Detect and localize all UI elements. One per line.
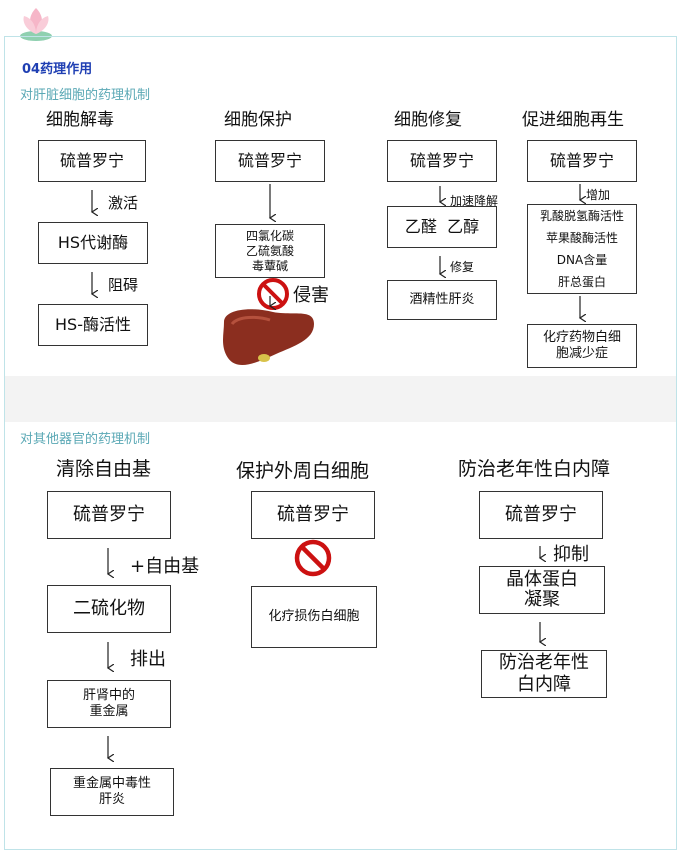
col1-arrow1-label: 激活 — [108, 194, 139, 212]
other2-drug-box: 硫普罗宁 — [251, 491, 375, 539]
col4-leukopenia-box: 化疗药物白细 胞减少症 — [527, 324, 637, 368]
col3-arrow1-label: 加速降解 — [450, 194, 499, 208]
other2-leukocyte-box: 化疗损伤白细胞 — [251, 586, 377, 648]
liver-col3-heading: 细胞修复 — [394, 110, 462, 130]
col3-drug-box: 硫普罗宁 — [387, 140, 497, 182]
liver-subtitle: 对肝脏细胞的药理机制 — [20, 88, 151, 103]
col3-aldehyde-box: 乙醛 乙醇 — [387, 206, 497, 248]
other-col2-heading: 保护外周白细胞 — [236, 460, 370, 482]
col4-drug-box: 硫普罗宁 — [527, 140, 637, 182]
liver-icon — [223, 309, 314, 366]
separator-band — [5, 376, 676, 422]
prohibit-icon — [294, 539, 332, 577]
other-col1-heading: 清除自由基 — [56, 458, 152, 480]
other-subtitle: 对其他器官的药理机制 — [20, 432, 151, 447]
col3-arrow2-label: 修复 — [450, 260, 475, 274]
col2-drug-box: 硫普罗宁 — [215, 140, 325, 182]
other1-metal-box: 肝肾中的 重金属 — [47, 680, 171, 728]
col4-arrow1-label: 增加 — [586, 188, 611, 202]
liver-col4-heading: 促进细胞再生 — [522, 110, 624, 130]
col2-harm-label: 侵害 — [293, 285, 329, 306]
liver-col1-heading: 细胞解毒 — [46, 110, 114, 130]
col2-toxin-box: 四氯化碳 乙硫氨酸 毒蕈碱 — [215, 224, 325, 278]
other3-cataract-box: 防治老年性 白内障 — [481, 650, 607, 698]
col1-enzyme-box: HS代谢酶 — [38, 222, 148, 264]
col1-arrow2-label: 阻碍 — [108, 276, 139, 294]
col3-hepatitis-box: 酒精性肝炎 — [387, 280, 497, 320]
other1-arrow1-label: +自由基 — [130, 556, 200, 577]
other-col3-heading: 防治老年性白内障 — [458, 458, 611, 480]
col1-activity-box: HS-酶活性 — [38, 304, 148, 346]
other1-arrow2-label: 排出 — [130, 649, 166, 670]
liver-col2-heading: 细胞保护 — [224, 110, 292, 130]
col1-drug-box: 硫普罗宁 — [38, 140, 146, 182]
other1-metal-hepatitis-box: 重金属中毒性 肝炎 — [50, 768, 174, 816]
other3-drug-box: 硫普罗宁 — [479, 491, 603, 539]
other3-protein-box: 晶体蛋白 凝聚 — [479, 566, 605, 614]
section-title: 04药理作用 — [22, 62, 93, 77]
other1-drug-box: 硫普罗宁 — [47, 491, 171, 539]
other3-arrow1-label: 抑制 — [553, 544, 589, 565]
other1-disulfide-box: 二硫化物 — [47, 585, 171, 633]
lotus-icon — [20, 8, 52, 41]
content-frame — [4, 36, 677, 850]
col4-enzyme-box: 乳酸脱氢酶活性 苹果酸酶活性 DNA含量 肝总蛋白 — [527, 204, 637, 294]
